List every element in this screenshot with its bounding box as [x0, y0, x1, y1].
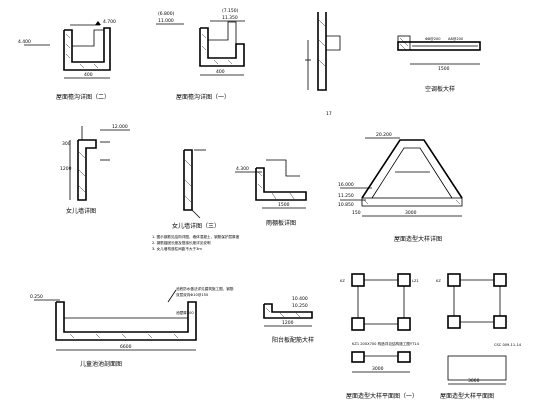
dimension: 400	[216, 69, 225, 75]
dimension: 1500	[278, 202, 290, 208]
note-line: KZ1 200X700 构造详见结构施工图YT14	[352, 341, 420, 346]
level-label: 0.250	[30, 294, 43, 300]
detail-eaves-gutter-2: 4.700 4.400 400 屋面檐沟详图（二）	[18, 19, 116, 101]
column-tag: KZ	[436, 279, 441, 283]
level-label: (6.800)	[158, 11, 175, 17]
detail-parapet: 12.000 1200 300 女儿墙详图	[60, 124, 130, 215]
column-tag: LZ1	[412, 279, 419, 283]
note-line: 2. 钢筋锚固长度及搭接长度详见说明	[152, 240, 211, 245]
plan-code: CSC 009-11-14	[494, 343, 522, 347]
note-line: 池底防水做法详见建筑施工图，钢筋	[176, 286, 234, 291]
level-label: 11.000	[158, 18, 174, 24]
detail-caption: 空调板大样	[425, 85, 455, 93]
dimension: 1200	[282, 320, 294, 326]
note-line: 池壁厚200	[176, 310, 194, 315]
note-line: 双层双向Φ10@150	[176, 292, 209, 297]
detail-caption: 屋面檐沟详图（一）	[176, 93, 230, 101]
dimension: 400	[84, 72, 93, 78]
detail-eaves-gutter-1: (6.800) 11.000 (7.150) 11.350 400 屋面檐沟详图…	[156, 8, 245, 101]
detail-roof-feature: 20.200 16.000 11.250 10.850 3000 150 屋面造…	[338, 132, 463, 243]
dimension: 300	[62, 141, 71, 147]
rebar-tag: A8@200	[448, 37, 464, 41]
note-line: 3. 女儿墙构造柱间距不大于3m	[152, 246, 202, 251]
level-label: 11.350	[222, 15, 238, 21]
level-label: 12.000	[112, 124, 128, 130]
detail-caption: 雨棚板详图	[266, 219, 296, 227]
detail-canopy-slab: 4.300 1500 雨棚板详图	[235, 159, 307, 227]
dimension: 1200	[60, 166, 72, 172]
dimension: 3000	[372, 366, 384, 372]
rebar-tag: Φ8@200	[425, 37, 441, 41]
detail-roof-plan: KZ CSC 009-11-14 3000 屋面造型大样平面图	[436, 273, 522, 400]
detail-caption: 儿童池池剖面图	[80, 360, 122, 368]
detail-caption: 屋面造型大样平面图	[440, 392, 494, 400]
detail-caption: 阳台板配筋大样	[272, 336, 314, 344]
detail-balcony-slab: 10.400 10.250 1200 阳台板配筋大样	[263, 296, 314, 344]
level-label: 10.850	[338, 202, 354, 208]
detail-parapet-3: 女儿墙详图（三） 1. 图示钢筋见结构详图，墙体混凝土，钢筋保护层厚度 2. 钢…	[152, 149, 240, 251]
detail-pool-section: 0.250 6600 池底防水做法详见建筑施工图，钢筋 双层双向Φ10@150 …	[30, 286, 234, 368]
level-label: 10.400	[292, 296, 308, 302]
level-label: 11.250	[338, 193, 354, 199]
level-label: 4.700	[103, 19, 116, 25]
level-label: 10.250	[292, 303, 308, 309]
detail-caption: 屋面檐沟详图（二）	[56, 93, 110, 101]
dimension: 3000	[405, 210, 417, 216]
detail-ac-slab: Φ8@200 A8@200 1500 空调板大样	[397, 35, 481, 93]
mark-number: 17	[326, 111, 332, 117]
dimension: 3000	[468, 378, 480, 384]
detail-caption: 女儿墙详图	[66, 207, 96, 215]
detail-wall-section-top: 17	[305, 12, 341, 117]
detail-caption: 屋面造型大样详图	[394, 235, 442, 243]
detail-roof-plan-1: KZ LZ1 KZ1 200X700 构造详见结构施工图YT14 3000 屋面…	[340, 273, 420, 400]
level-label: 16.000	[338, 182, 354, 188]
dimension: 150	[352, 210, 361, 216]
detail-caption: 屋面造型大样平面图（一）	[346, 392, 418, 400]
level-label: 20.200	[376, 132, 392, 138]
level-label: 4.400	[18, 39, 31, 45]
dimension: 1500	[438, 66, 450, 72]
column-tag: KZ	[340, 279, 345, 283]
dimension: 6600	[120, 344, 132, 350]
note-line: 1. 图示钢筋见结构详图，墙体混凝土，钢筋保护层厚度	[152, 234, 240, 239]
level-label: (7.150)	[222, 8, 239, 14]
detail-caption: 女儿墙详图（三）	[172, 222, 220, 230]
level-label: 4.300	[236, 166, 249, 172]
